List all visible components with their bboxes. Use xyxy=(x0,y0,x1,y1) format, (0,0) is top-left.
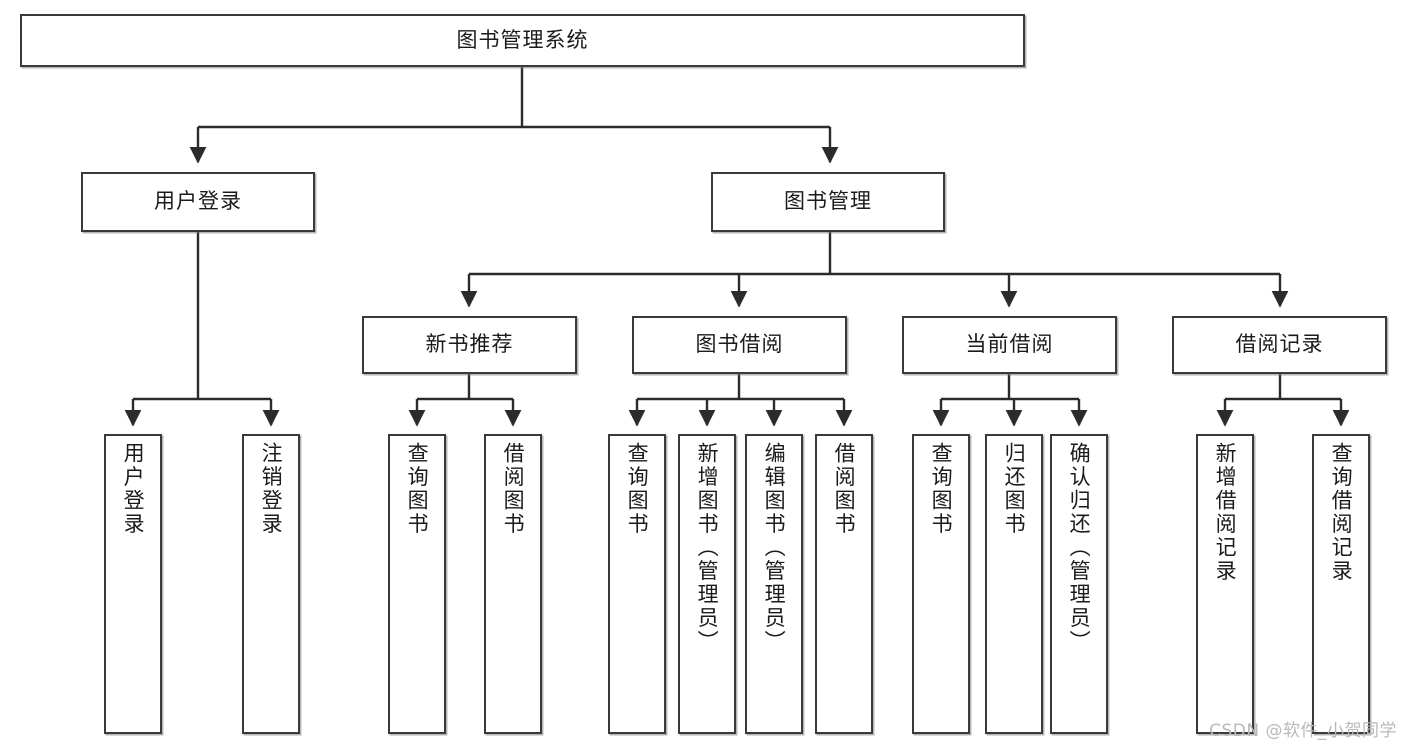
node-book-manage[interactable]: 图书管理 xyxy=(711,172,945,232)
node-leaf-add-book-label: 新增图书（管理员） xyxy=(695,442,720,654)
node-leaf-query-book-1[interactable]: 查询图书 xyxy=(388,434,446,734)
node-leaf-edit-book[interactable]: 编辑图书（管理员） xyxy=(745,434,803,734)
node-leaf-add-record[interactable]: 新增借阅记录 xyxy=(1196,434,1254,734)
node-book-manage-label: 图书管理 xyxy=(784,189,872,214)
node-root[interactable]: 图书管理系统 xyxy=(20,14,1025,67)
node-leaf-query-book-3[interactable]: 查询图书 xyxy=(912,434,970,734)
node-borrow-record-label: 借阅记录 xyxy=(1235,332,1324,357)
node-leaf-user-logout-label: 注销登录 xyxy=(259,442,284,536)
node-current-borrow[interactable]: 当前借阅 xyxy=(902,316,1117,374)
node-leaf-return-book-label: 归还图书 xyxy=(1002,442,1027,536)
node-leaf-borrow-book-2-label: 借阅图书 xyxy=(832,442,857,536)
node-leaf-confirm-return-label: 确认归还（管理员） xyxy=(1067,442,1092,654)
watermark-text: CSDN @软件_小贺同学 xyxy=(1209,721,1397,741)
node-current-borrow-label: 当前借阅 xyxy=(965,332,1054,357)
node-user-login-label: 用户登录 xyxy=(154,189,242,214)
node-leaf-query-record[interactable]: 查询借阅记录 xyxy=(1312,434,1370,734)
node-leaf-return-book[interactable]: 归还图书 xyxy=(985,434,1043,734)
node-leaf-user-login-label: 用户登录 xyxy=(121,442,146,536)
node-user-login[interactable]: 用户登录 xyxy=(81,172,315,232)
node-leaf-user-login[interactable]: 用户登录 xyxy=(104,434,162,734)
node-leaf-query-book-3-label: 查询图书 xyxy=(929,442,954,536)
node-leaf-add-book[interactable]: 新增图书（管理员） xyxy=(678,434,736,734)
node-leaf-user-logout[interactable]: 注销登录 xyxy=(242,434,300,734)
node-leaf-query-book-2-label: 查询图书 xyxy=(625,442,650,536)
node-new-book-rec-label: 新书推荐 xyxy=(425,332,514,357)
node-book-borrow[interactable]: 图书借阅 xyxy=(632,316,847,374)
node-leaf-query-book-1-label: 查询图书 xyxy=(405,442,430,536)
node-leaf-borrow-book-2[interactable]: 借阅图书 xyxy=(815,434,873,734)
node-leaf-confirm-return[interactable]: 确认归还（管理员） xyxy=(1050,434,1108,734)
node-root-label: 图书管理系统 xyxy=(456,27,589,52)
node-leaf-add-record-label: 新增借阅记录 xyxy=(1213,442,1238,583)
node-leaf-edit-book-label: 编辑图书（管理员） xyxy=(762,442,787,654)
node-borrow-record[interactable]: 借阅记录 xyxy=(1172,316,1387,374)
node-leaf-query-book-2[interactable]: 查询图书 xyxy=(608,434,666,734)
node-new-book-rec[interactable]: 新书推荐 xyxy=(362,316,577,374)
node-leaf-borrow-book-1-label: 借阅图书 xyxy=(501,442,526,536)
node-book-borrow-label: 图书借阅 xyxy=(695,332,784,357)
node-leaf-query-record-label: 查询借阅记录 xyxy=(1329,442,1354,583)
node-leaf-borrow-book-1[interactable]: 借阅图书 xyxy=(484,434,542,734)
